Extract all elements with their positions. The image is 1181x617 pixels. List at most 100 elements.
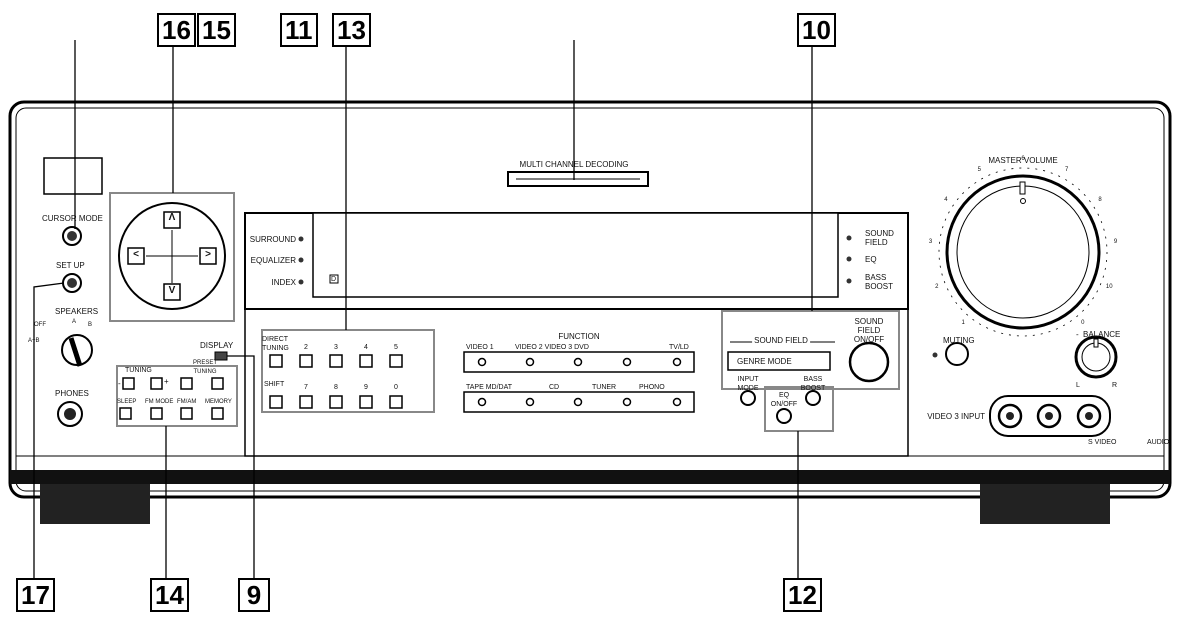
master-volume-knob[interactable] xyxy=(945,174,1101,330)
volume-scale-mark-10: 10 xyxy=(1105,283,1113,290)
direct-tuning-button-0[interactable] xyxy=(389,395,403,409)
direct-tuning-button-6[interactable] xyxy=(269,395,283,409)
cursor-right-button[interactable] xyxy=(199,247,217,265)
phono-label: PHONO xyxy=(639,384,665,391)
tape-md-dat-label: TAPE MD/DAT xyxy=(466,384,513,391)
shift-label: SHIFT xyxy=(264,381,285,388)
direct-tuning-button-4[interactable] xyxy=(359,354,373,368)
direct-tuning-button-2[interactable] xyxy=(299,354,313,368)
video3-input-label: VIDEO 3 INPUT xyxy=(927,412,985,421)
fm-am-button[interactable] xyxy=(180,407,193,420)
input-mode-button[interactable] xyxy=(740,390,756,406)
direct-tuning-frame xyxy=(261,329,435,413)
volume-scale-mark-0: 0 xyxy=(1081,320,1085,327)
speakers-a-label: A xyxy=(72,319,77,325)
right-foot xyxy=(980,478,1110,524)
genre-mode-button[interactable] xyxy=(727,351,831,371)
callout-16: 16 xyxy=(157,13,196,47)
direct-tuning-button-7[interactable] xyxy=(299,395,313,409)
callout-11: 11 xyxy=(280,13,318,47)
preset-tuning-plus-button[interactable] xyxy=(211,377,224,390)
speakers-off-label: OFF xyxy=(34,322,46,328)
function-button-row2-4[interactable] xyxy=(672,397,682,407)
tuning-minus-label: - xyxy=(118,379,121,388)
direct-tuning-button-3[interactable] xyxy=(329,354,343,368)
memory-button[interactable] xyxy=(211,407,224,420)
tuning-frame xyxy=(116,365,238,427)
tv-ld-label: TV/LD xyxy=(669,344,689,351)
volume-scale-mark-7: 7 xyxy=(1064,166,1069,173)
function-button-row2-3[interactable] xyxy=(622,397,632,407)
left-foot xyxy=(40,478,150,524)
equalizer-label: EQUALIZER xyxy=(250,256,296,265)
genre-mode-label: GENRE MODE xyxy=(737,357,792,366)
leader-9 xyxy=(227,355,255,578)
function-button-row1-4[interactable] xyxy=(672,357,682,367)
function-button-row2-0[interactable] xyxy=(477,397,487,407)
sound-field-frame xyxy=(721,310,900,390)
eq-on-off-button[interactable] xyxy=(776,408,792,424)
cursor-up-button[interactable] xyxy=(163,211,181,229)
function-button-row1-0[interactable] xyxy=(477,357,487,367)
display-label: DISPLAY xyxy=(200,341,234,350)
sleep-button[interactable] xyxy=(119,407,132,420)
sleep-label: SLEEP xyxy=(117,399,137,405)
input-mode-label: INPUT MODE xyxy=(737,376,759,392)
function-button-row1-2[interactable] xyxy=(573,357,583,367)
tuning-minus-button[interactable] xyxy=(122,377,135,390)
callout-17: 17 xyxy=(16,578,55,612)
master-volume-label: MASTER VOLUME xyxy=(988,156,1058,165)
index-label: INDEX xyxy=(271,278,296,287)
cursor-left-button[interactable] xyxy=(127,247,145,265)
volume-scale-mark-2: 2 xyxy=(935,283,939,290)
volume-scale-mark-6: 6 xyxy=(1021,156,1025,162)
fm-mode-button[interactable] xyxy=(150,407,163,420)
cursor-mode-label: CURSOR MODE xyxy=(42,214,103,223)
balance-r-label: R xyxy=(1112,382,1118,389)
volume-scale-mark-5: 5 xyxy=(977,166,981,173)
sound-field-indicator-label: SOUND FIELD xyxy=(865,229,894,247)
callout-15: 15 xyxy=(197,13,236,47)
balance-l-label: L xyxy=(1076,382,1080,389)
direct-tuning-label-7: 7 xyxy=(304,384,308,391)
bass-boost-label: BASS BOOST xyxy=(800,376,826,392)
preset-tuning-minus-button[interactable] xyxy=(180,377,193,390)
muting-button[interactable] xyxy=(945,342,969,366)
fm-mode-label: FM MODE xyxy=(145,399,174,405)
function-button-row2-2[interactable] xyxy=(573,397,583,407)
function-button-row2-1[interactable] xyxy=(525,397,535,407)
display-window xyxy=(312,212,839,298)
cursor-down-glyph: V xyxy=(168,285,176,296)
function-button-row1-3[interactable] xyxy=(622,357,632,367)
phones-label: PHONES xyxy=(55,389,89,398)
function-button-row1-1[interactable] xyxy=(525,357,535,367)
multi-channel-decoding-label: MULTI CHANNEL DECODING xyxy=(519,160,629,169)
tuner-label: TUNER xyxy=(592,384,617,391)
direct-tuning-label-2: 2 xyxy=(304,344,308,351)
direct-tuning-button-5[interactable] xyxy=(389,354,403,368)
tuning-plus-button[interactable] xyxy=(150,377,163,390)
balance-label: BALANCE xyxy=(1083,330,1121,339)
direct-tuning-label: DIRECT TUNING xyxy=(262,336,289,352)
direct-tuning-button-1[interactable] xyxy=(269,354,283,368)
muting-label: MUTING xyxy=(943,336,975,345)
function-label: FUNCTION xyxy=(558,332,600,341)
direct-tuning-button-9[interactable] xyxy=(359,395,373,409)
sound-field-on-off-knob[interactable] xyxy=(848,341,890,383)
bass-boost-indicator-label: BASS BOOST xyxy=(865,273,894,291)
surround-label: SURROUND xyxy=(249,235,296,244)
direct-tuning-label-4: 4 xyxy=(364,344,368,351)
direct-tuning-button-8[interactable] xyxy=(329,395,343,409)
leader-17 xyxy=(33,282,65,578)
eq-frame xyxy=(764,386,834,432)
callout-10: 10 xyxy=(797,13,836,47)
cursor-down-button[interactable] xyxy=(163,283,181,301)
speakers-b-label: B xyxy=(88,322,93,328)
fm-am-label: FM/AM xyxy=(177,399,197,405)
volume-scale-ring xyxy=(938,167,1108,337)
callout-12: 12 xyxy=(783,578,822,612)
speakers-ab-label: A+B xyxy=(28,338,40,344)
balance-minus-label: - xyxy=(1076,330,1079,339)
bass-boost-button[interactable] xyxy=(805,390,821,406)
